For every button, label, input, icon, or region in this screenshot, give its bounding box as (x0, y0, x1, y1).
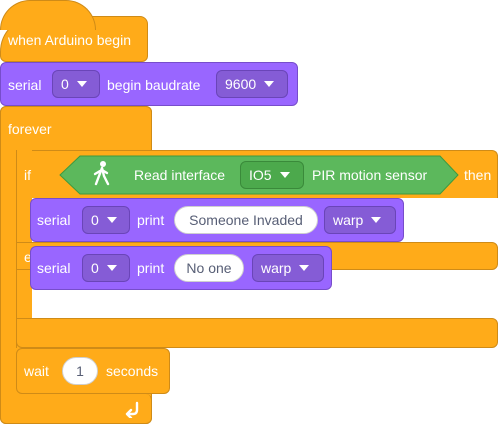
chevron-down-icon (264, 81, 275, 87)
loop-arrow-icon (124, 400, 142, 420)
baudrate-value: 9600 (225, 76, 257, 92)
chevron-down-icon (279, 172, 290, 178)
hat-label: when Arduino begin (8, 32, 131, 48)
serial-print-label: serial (37, 212, 71, 228)
serial-port-value: 0 (61, 76, 69, 92)
print-label: print (137, 212, 165, 228)
chevron-down-icon (106, 217, 117, 223)
print-mode-value: warp (261, 260, 292, 276)
pin-dropdown[interactable]: IO5 (240, 161, 304, 189)
chevron-down-icon (106, 265, 117, 271)
serial-print-label: serial (37, 260, 71, 276)
pin-value: IO5 (249, 167, 272, 183)
wait-label: wait (24, 363, 49, 379)
wait-seconds-input[interactable]: 1 (62, 357, 98, 385)
serial-port-dropdown[interactable]: 0 (82, 206, 130, 234)
forever-header (0, 106, 152, 150)
if-else-bottom (16, 318, 498, 348)
seconds-label: seconds (106, 363, 159, 379)
read-interface-label: Read interface (134, 167, 226, 183)
print-mode-dropdown[interactable]: warp (252, 254, 324, 282)
print-mode-dropdown[interactable]: warp (324, 206, 396, 234)
print-label: print (137, 260, 165, 276)
print-text-input[interactable]: No one (174, 254, 244, 282)
serial-port-dropdown[interactable]: 0 (82, 254, 130, 282)
chevron-down-icon (371, 217, 382, 223)
serial-port-value: 0 (91, 212, 99, 228)
chevron-down-icon (76, 81, 87, 87)
print-mode-value: warp (333, 212, 364, 228)
then-label: then (464, 167, 492, 183)
person-walking-icon (92, 160, 112, 188)
baudrate-dropdown[interactable]: 9600 (216, 70, 288, 98)
chevron-down-icon (299, 265, 310, 271)
hat-cap (0, 0, 96, 30)
serial-port-dropdown[interactable]: 0 (52, 70, 100, 98)
pir-sensor-label: PIR motion sensor (312, 167, 428, 183)
if-label: if (24, 167, 31, 183)
begin-baudrate-label: begin baudrate (107, 77, 201, 93)
serial-begin-label: serial (8, 77, 42, 93)
serial-port-value: 0 (91, 260, 99, 276)
print-text-input[interactable]: Someone Invaded (174, 206, 318, 234)
forever-label: forever (8, 121, 52, 137)
